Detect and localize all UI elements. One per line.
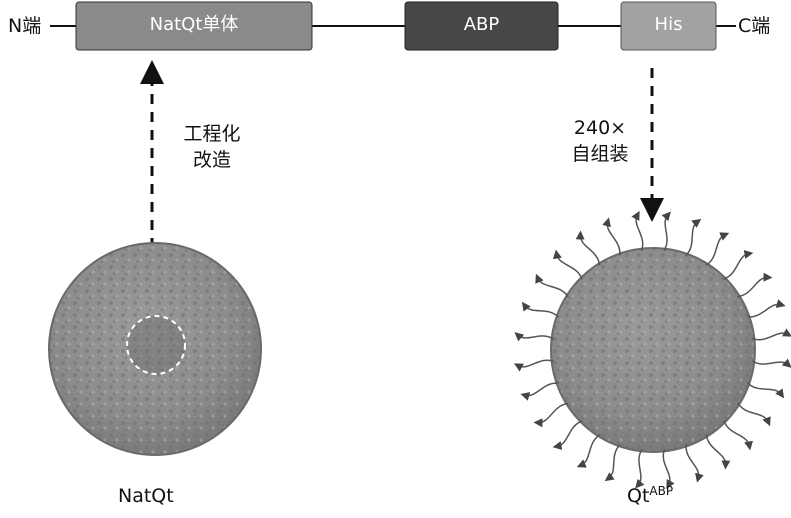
monomer-segment-box bbox=[75, 1, 313, 51]
abp-tail bbox=[514, 332, 555, 342]
abp-tail bbox=[685, 218, 702, 257]
abp-tail bbox=[705, 434, 731, 470]
abp-tail bbox=[602, 217, 621, 256]
qt-abp-label-main: Qt bbox=[627, 485, 650, 507]
c-terminus-label: C端 bbox=[738, 15, 771, 37]
abp-tail bbox=[552, 249, 583, 280]
abp-tail bbox=[723, 420, 754, 451]
abp-tail bbox=[520, 382, 559, 401]
abp-tail-group bbox=[513, 210, 791, 490]
abp-tail bbox=[631, 210, 644, 251]
abp-tail bbox=[604, 443, 621, 482]
self-assembly-caption-line1: 240× bbox=[573, 117, 627, 139]
abp-segment-label: ABP bbox=[463, 14, 500, 35]
abp-tail bbox=[752, 328, 791, 341]
abp-tail bbox=[747, 299, 786, 318]
qt-abp-label-superscript: ABP bbox=[649, 484, 674, 498]
monomer-highlight-circle bbox=[126, 315, 186, 375]
natqt-particle-label: NatQt bbox=[118, 485, 174, 507]
abp-tail bbox=[685, 444, 704, 483]
abp-tail bbox=[521, 301, 560, 318]
abp-tail bbox=[533, 402, 569, 428]
abp-tail bbox=[737, 272, 773, 298]
engineering-caption-line2: 改造 bbox=[192, 148, 231, 171]
engineering-caption: 工程化 改造 bbox=[172, 122, 252, 173]
abp-tail bbox=[575, 230, 601, 266]
self-assembly-caption-line2: 自组装 bbox=[571, 142, 629, 165]
abp-tail bbox=[746, 382, 785, 399]
abp-tail bbox=[705, 232, 730, 266]
abp-tail bbox=[737, 402, 771, 427]
abp-tail bbox=[635, 448, 645, 489]
engineering-caption-line1: 工程化 bbox=[183, 123, 241, 145]
abp-tail bbox=[513, 359, 554, 372]
his-segment-label: His bbox=[654, 14, 683, 35]
abp-tail bbox=[662, 449, 675, 490]
self-assembly-caption: 240× 自组装 bbox=[560, 116, 640, 167]
abp-tail bbox=[723, 249, 754, 280]
abp-tail bbox=[751, 358, 791, 368]
abp-tail bbox=[535, 273, 569, 298]
monomer-segment-label: NatQt单体 bbox=[149, 14, 239, 35]
n-terminus-label: N端 bbox=[8, 15, 42, 37]
abp-tail bbox=[661, 211, 671, 252]
his-segment-box bbox=[620, 1, 717, 51]
qt-abp-particle-label: QtABP bbox=[627, 485, 673, 506]
abp-segment-box bbox=[404, 1, 559, 51]
qt-abp-particle bbox=[513, 210, 791, 490]
abp-tail bbox=[552, 420, 583, 451]
natqt-particle bbox=[48, 242, 262, 456]
abp-tail bbox=[576, 434, 601, 468]
